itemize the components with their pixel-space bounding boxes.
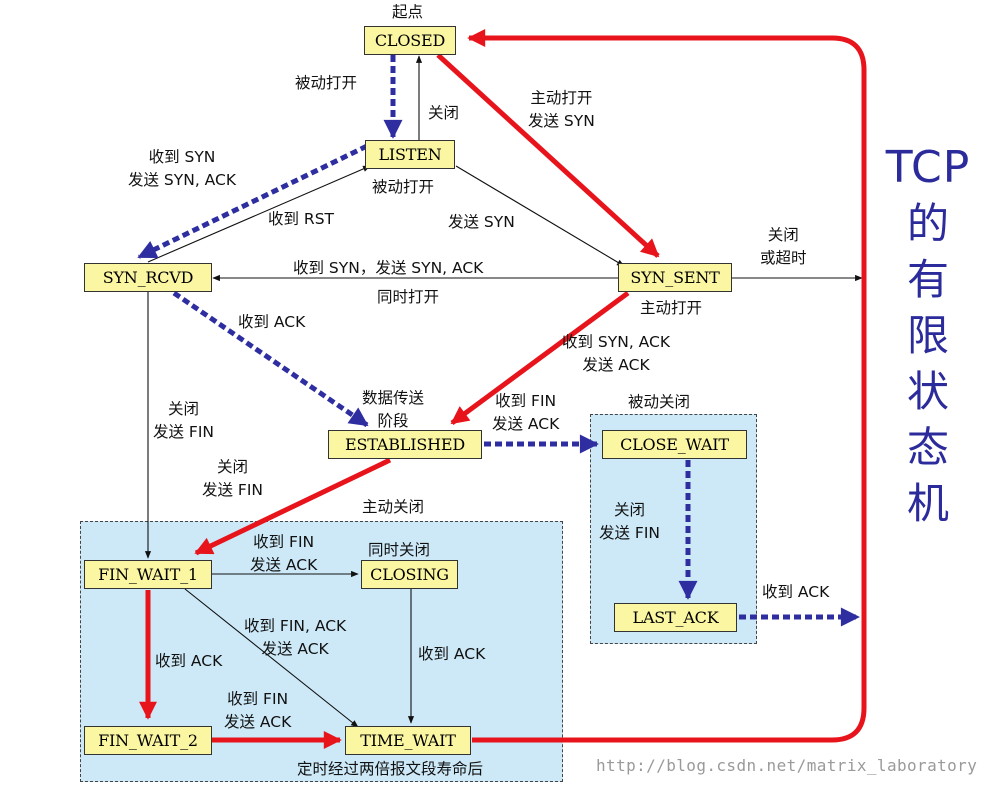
label-rcv-synack-send-ack: 收到 SYN, ACK 发送 ACK (562, 333, 671, 374)
label-data-transfer: 数据传送 阶段 (362, 389, 425, 430)
arrow-listen-to-syn-rcvd (137, 143, 369, 260)
label-rcv-fin-send-ack-3: 收到 FIN 发送 ACK (224, 690, 292, 731)
label-close-send-fin-1: 关闭 发送 FIN (153, 400, 215, 441)
label-passive-open-1: 被动打开 (295, 74, 358, 92)
label-active-open-send-syn: 主动打开 发送 SYN (528, 89, 595, 130)
label-close-send-fin-3: 关闭 发送 FIN (599, 501, 661, 542)
arrow-listen-to-syn-sent (455, 165, 625, 267)
arrow-time-wait-to-closed (467, 29, 867, 743)
diagram-title: TCP 的 有 限 状 态 机 (880, 140, 976, 532)
label-rcv-ack-1: 收到 ACK (238, 313, 306, 331)
label-rcv-rst: 收到 RST (268, 210, 335, 228)
label-rcv-ack-2: 收到 ACK (155, 652, 223, 670)
label-rcv-ack-4: 收到 ACK (762, 583, 830, 601)
label-passive-open-2: 被动打开 (372, 178, 435, 196)
state-fin-wait-1: FIN_WAIT_1 (84, 560, 212, 589)
label-simul-close: 同时关闭 (368, 541, 431, 559)
passive-close-title: 被动关闭 (628, 393, 691, 411)
arrow-closed-to-syn-sent (436, 53, 660, 258)
title-tcp: TCP (885, 142, 971, 193)
active-close-title: 主动关闭 (362, 498, 425, 516)
state-closing: CLOSING (361, 560, 458, 589)
state-fin-wait-2: FIN_WAIT_2 (84, 726, 212, 755)
arrow-syn-rcvd-to-listen (147, 165, 371, 263)
label-rcv-syn-send-synack: 收到 SYN 发送 SYN, ACK (128, 148, 237, 189)
label-timeout-2msl: 定时经过两倍报文段寿命后 (297, 760, 484, 778)
label-rcv-ack-3: 收到 ACK (418, 645, 486, 663)
arrow-syn-rcvd-to-established (172, 290, 369, 428)
title-fsm: 的 有 限 状 态 机 (906, 199, 949, 528)
label-close-send-fin-2: 关闭 发送 FIN (202, 458, 264, 499)
state-close-wait: CLOSE_WAIT (602, 430, 747, 459)
arrow-fin-wait-1-to-time-wait (184, 588, 359, 728)
state-syn-rcvd: SYN_RCVD (84, 263, 212, 292)
label-rcv-finack-send-ack: 收到 FIN, ACK 发送 ACK (244, 617, 347, 658)
label-send-syn: 发送 SYN (448, 213, 515, 231)
label-active-open-2: 主动打开 (640, 299, 703, 317)
label-simul-open: 同时打开 (377, 288, 440, 306)
label-close-or-timeout: 关闭 或超时 (760, 226, 807, 267)
label-rcv-fin-send-ack-2: 收到 FIN 发送 ACK (250, 533, 318, 574)
arrow-syn-sent-to-established (450, 290, 630, 426)
label-rcv-fin-send-ack-1: 收到 FIN 发送 ACK (492, 392, 560, 433)
state-established: ESTABLISHED (328, 430, 482, 459)
label-start: 起点 (392, 3, 424, 21)
label-close-listen: 关闭 (428, 104, 460, 122)
state-time-wait: TIME_WAIT (345, 726, 471, 755)
arrow-established-to-fin-wait-1 (194, 457, 392, 556)
state-last-ack: LAST_ACK (614, 603, 737, 632)
state-syn-sent: SYN_SENT (618, 263, 732, 292)
watermark-url: http://blog.csdn.net/matrix_laboratory (596, 756, 978, 775)
label-simul-open-rcv-syn: 收到 SYN，发送 SYN, ACK (293, 259, 484, 277)
state-closed: CLOSED (364, 26, 456, 55)
state-listen: LISTEN (365, 140, 455, 169)
